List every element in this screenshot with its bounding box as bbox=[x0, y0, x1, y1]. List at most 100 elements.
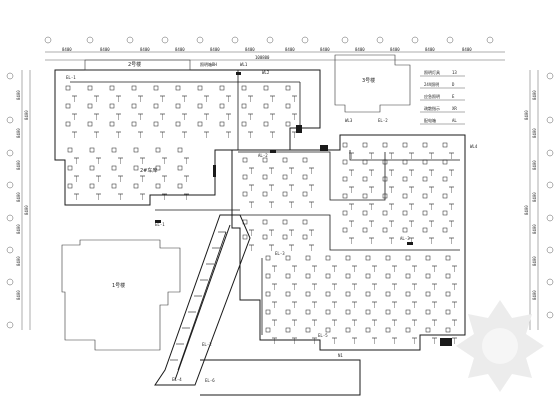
tag-wl4: WL4 bbox=[470, 144, 478, 149]
left-dim-1: 8400 bbox=[16, 90, 21, 100]
legend-value-5: AL bbox=[452, 118, 457, 123]
ramp-inner-line bbox=[174, 224, 231, 381]
column bbox=[302, 174, 308, 180]
block-label-3: 3号楼 bbox=[362, 77, 375, 84]
column bbox=[241, 121, 247, 127]
column bbox=[263, 103, 269, 109]
column bbox=[305, 255, 311, 261]
column bbox=[342, 142, 348, 148]
column bbox=[422, 159, 428, 165]
left-dim-6: 8400 bbox=[16, 256, 21, 266]
column bbox=[345, 273, 351, 279]
column bbox=[262, 174, 268, 180]
column bbox=[362, 193, 368, 199]
tag-el2-ramp: EL-2 bbox=[202, 342, 212, 347]
column bbox=[345, 291, 351, 297]
column bbox=[219, 85, 225, 91]
column bbox=[285, 309, 291, 315]
left-dimension-chain bbox=[21, 70, 31, 330]
column bbox=[425, 291, 431, 297]
column bbox=[305, 291, 311, 297]
right-dim-5: 8400 bbox=[532, 224, 537, 234]
tag-wl2: WL2 bbox=[262, 70, 270, 75]
column bbox=[345, 327, 351, 333]
east-wing-outline bbox=[231, 134, 466, 351]
column bbox=[109, 121, 115, 127]
column bbox=[197, 103, 203, 109]
top-dim-4: 8400 bbox=[175, 47, 185, 52]
column bbox=[109, 85, 115, 91]
tag-al3: AL-3 bbox=[400, 236, 410, 241]
right-dimension-chain bbox=[529, 70, 539, 330]
column bbox=[402, 176, 408, 182]
column bbox=[241, 103, 247, 109]
column bbox=[265, 255, 271, 261]
column bbox=[365, 273, 371, 279]
column bbox=[197, 85, 203, 91]
tag-al2: AL-2 bbox=[258, 153, 268, 158]
legend-label-1: 照明灯具 bbox=[424, 69, 440, 75]
column bbox=[285, 103, 291, 109]
column bbox=[345, 255, 351, 261]
column bbox=[262, 219, 268, 225]
building-outlines bbox=[54, 69, 466, 396]
tag-el3: EL-3 bbox=[275, 251, 285, 256]
column bbox=[342, 210, 348, 216]
column bbox=[385, 327, 391, 333]
column bbox=[302, 191, 308, 197]
column bbox=[67, 165, 73, 171]
top-dim-7: 8400 bbox=[285, 47, 295, 52]
column bbox=[385, 273, 391, 279]
column bbox=[342, 176, 348, 182]
column bbox=[425, 273, 431, 279]
left-dim-7: 8400 bbox=[16, 290, 21, 300]
column bbox=[89, 165, 95, 171]
column bbox=[262, 234, 268, 240]
column bbox=[405, 309, 411, 315]
watermark-icon bbox=[456, 300, 544, 392]
column bbox=[65, 85, 71, 91]
column bbox=[89, 183, 95, 189]
column bbox=[365, 291, 371, 297]
column bbox=[133, 147, 139, 153]
neighbor-building-3 bbox=[334, 54, 411, 113]
column bbox=[87, 85, 93, 91]
tag-el4: EL-4 bbox=[172, 377, 182, 382]
column bbox=[422, 176, 428, 182]
column bbox=[305, 273, 311, 279]
column bbox=[422, 227, 428, 233]
column bbox=[282, 174, 288, 180]
column bbox=[442, 142, 448, 148]
column bbox=[265, 327, 271, 333]
right-dim-8: 8400 bbox=[524, 205, 529, 215]
legend bbox=[420, 75, 465, 125]
legend-value-2: D bbox=[452, 82, 455, 87]
column bbox=[153, 103, 159, 109]
column bbox=[155, 147, 161, 153]
tag-el5: EL-5 bbox=[318, 333, 328, 338]
right-dim-4: 8400 bbox=[532, 192, 537, 202]
column bbox=[265, 309, 271, 315]
column bbox=[153, 85, 159, 91]
top-dim-total: 100800 bbox=[255, 55, 270, 60]
column bbox=[285, 255, 291, 261]
wiring-runs bbox=[74, 96, 455, 344]
column bbox=[365, 255, 371, 261]
column bbox=[382, 210, 388, 216]
column bbox=[402, 210, 408, 216]
right-dim-3: 8400 bbox=[532, 160, 537, 170]
column bbox=[175, 121, 181, 127]
column bbox=[402, 227, 408, 233]
column bbox=[65, 121, 71, 127]
legend-value-3: E bbox=[452, 94, 455, 99]
tag-n1: N1 bbox=[338, 353, 343, 358]
top-dim-10: 8400 bbox=[390, 47, 400, 52]
column bbox=[422, 210, 428, 216]
column bbox=[325, 327, 331, 333]
block-label-1: 1号楼 bbox=[112, 282, 125, 289]
column bbox=[111, 165, 117, 171]
south-strip bbox=[200, 359, 361, 396]
tag-el1-west: EL-1 bbox=[155, 222, 165, 227]
column bbox=[425, 309, 431, 315]
column bbox=[325, 291, 331, 297]
